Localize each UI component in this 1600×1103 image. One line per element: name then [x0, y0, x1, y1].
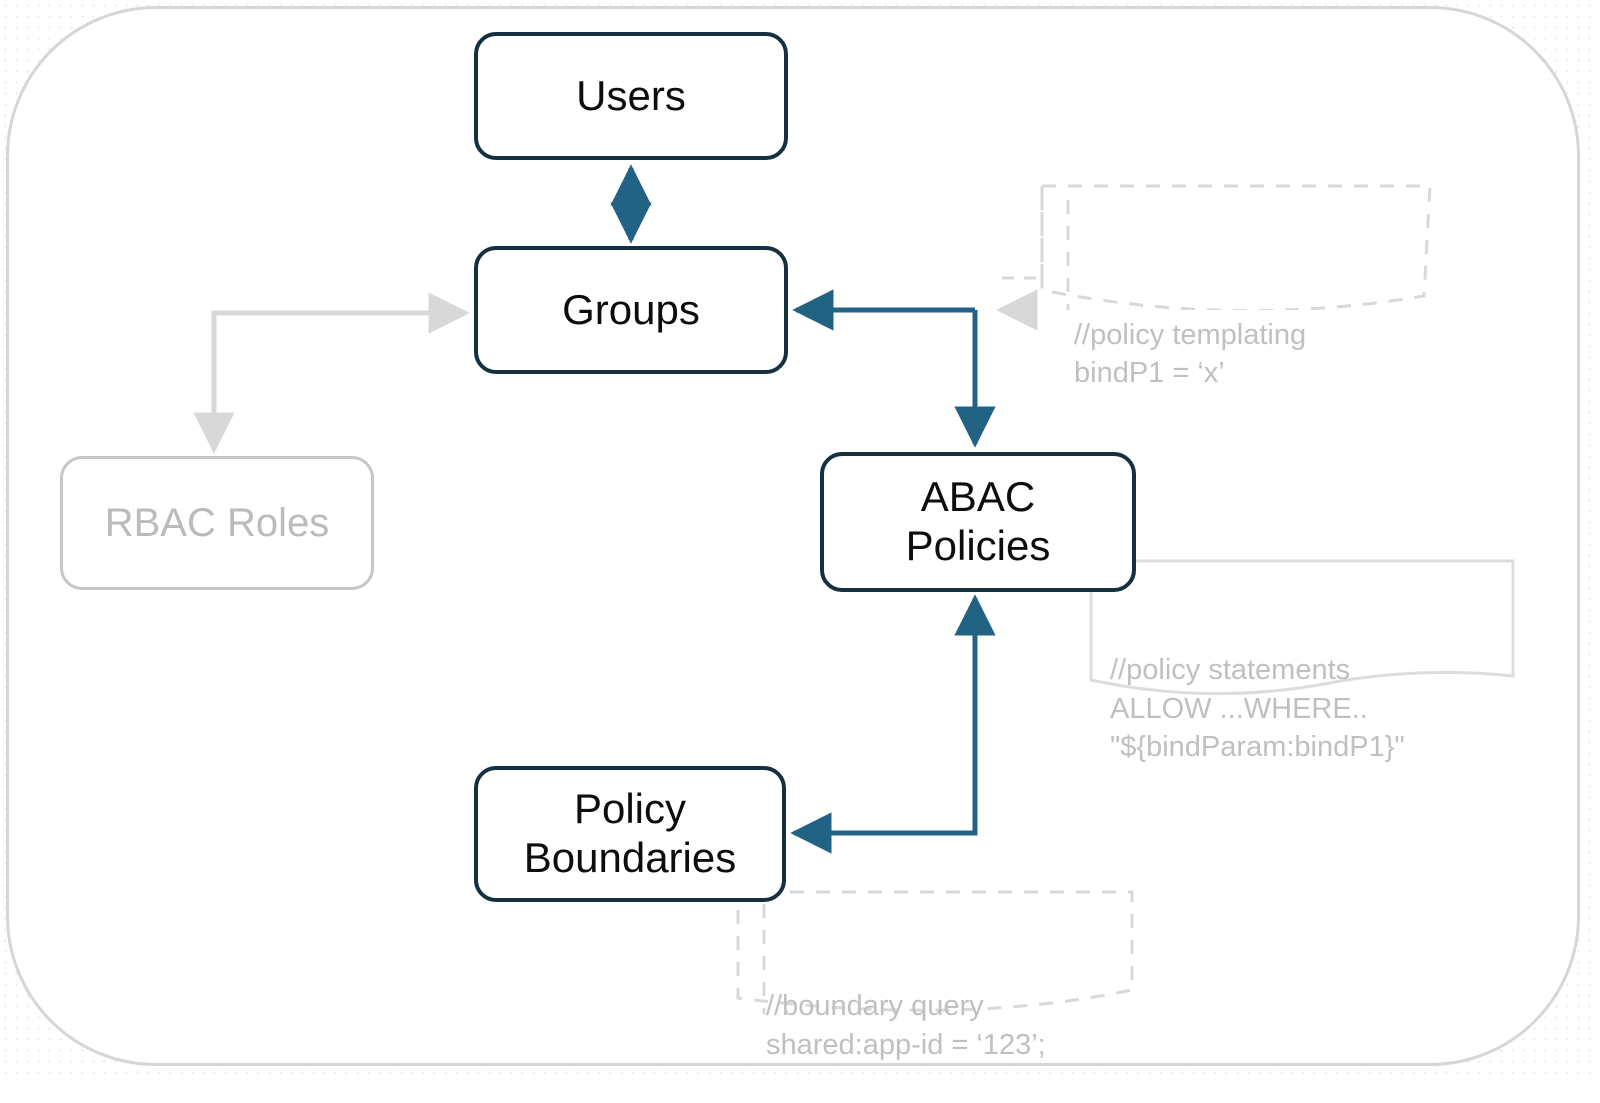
annotation-boundary-outline — [736, 890, 1134, 1014]
node-rbac-roles[interactable]: RBAC Roles — [60, 456, 374, 590]
annotation-statements-outline — [1089, 559, 1515, 696]
annotation-templating-tail — [1002, 200, 1070, 310]
annotation-templating-outline — [1040, 184, 1432, 310]
node-users[interactable]: Users — [474, 32, 788, 160]
annotation-templating-text: //policy templating bindP1 = ‘x’ — [1074, 318, 1307, 390]
annotation-statements-text: //policy statements ALLOW ...WHERE.. "${… — [1110, 654, 1405, 764]
node-groups[interactable]: Groups — [474, 246, 788, 374]
annotation-policy-statements: //policy statements ALLOW ...WHERE.. "${… — [1088, 558, 1516, 763]
node-abac-policies[interactable]: ABAC Policies — [820, 452, 1136, 592]
annotation-policy-templating: //policy templating bindP1 = ‘x’ — [1002, 178, 1436, 389]
annotation-boundary-query: //boundary query shared:app-id = ‘123’; — [730, 886, 1140, 1061]
node-policy-boundaries[interactable]: Policy Boundaries — [474, 766, 786, 902]
annotation-boundary-text: //boundary query shared:app-id = ‘123’; — [766, 990, 1046, 1061]
